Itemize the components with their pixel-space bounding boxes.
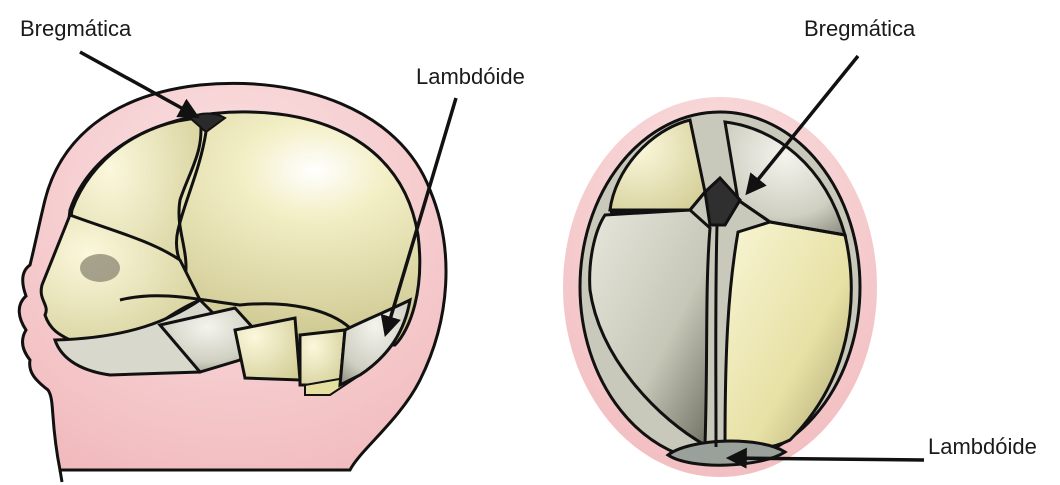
side-lambda-label: Lambdóide xyxy=(416,66,525,88)
top-lambda-pointer xyxy=(730,458,924,460)
side-neck-line xyxy=(60,470,62,482)
top-sagittal-suture xyxy=(716,225,717,447)
top-view-head xyxy=(563,56,924,477)
top-bregma-label: Bregmática xyxy=(804,18,915,40)
side-eye-socket xyxy=(80,254,120,282)
side-bregma-label: Bregmática xyxy=(20,18,131,40)
side-view-head xyxy=(19,52,456,482)
side-squamous-bone xyxy=(235,318,300,380)
top-lambda-label: Lambdóide xyxy=(928,436,1037,458)
side-mastoid-bone xyxy=(300,330,345,385)
